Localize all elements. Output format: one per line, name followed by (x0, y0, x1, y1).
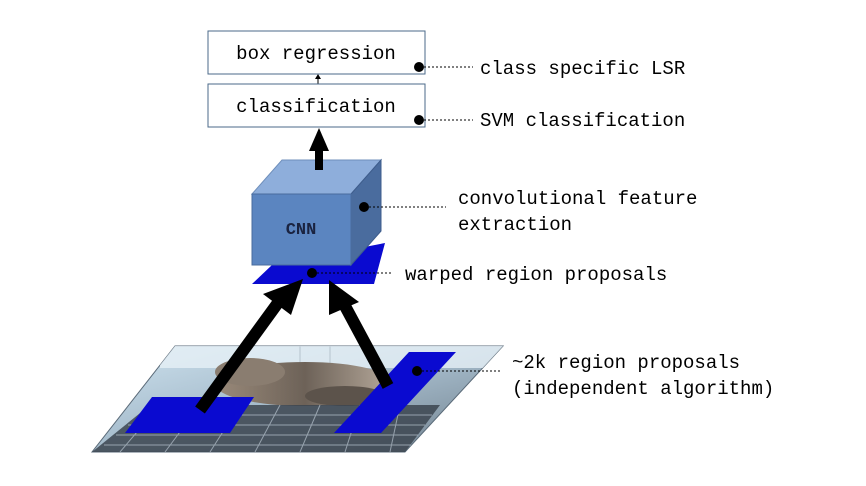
region-proposals-label-line2: (independent algorithm) (512, 378, 774, 400)
class-specific-lsr-label: class specific LSR (480, 58, 685, 80)
classification-to-regression-arrow (315, 74, 321, 84)
cnn-cube (250, 158, 383, 267)
dot-region-proposals (412, 366, 422, 376)
dot-classification (414, 115, 424, 125)
box-regression-label: box regression (236, 43, 396, 65)
cnn-to-classification-arrow (309, 128, 329, 170)
arrow-left-head (263, 279, 303, 315)
region-proposal-right (334, 352, 456, 433)
proposal-arrows (195, 279, 394, 414)
dot-box-regression (414, 62, 424, 72)
feature-extraction-label-line1: convolutional feature (458, 188, 697, 210)
region-proposals-label-line1: ~2k region proposals (512, 352, 740, 374)
warped-region-proposals-label: warped region proposals (405, 264, 667, 286)
arrow-right-head (329, 280, 359, 315)
svm-classification-label: SVM classification (480, 110, 685, 132)
arrow-right-shaft (339, 303, 394, 389)
region-proposal-left (125, 397, 254, 433)
cnn-cube-front (251, 193, 352, 266)
feature-extraction-label-line2: extraction (458, 214, 572, 236)
arrow-left-shaft (195, 296, 285, 414)
classification-box (207, 83, 426, 128)
cnn-label: CNN (286, 221, 317, 240)
box-regression-box (207, 30, 426, 75)
classification-label: classification (236, 96, 396, 118)
dot-warped (307, 268, 317, 278)
dot-cnn (359, 202, 369, 212)
